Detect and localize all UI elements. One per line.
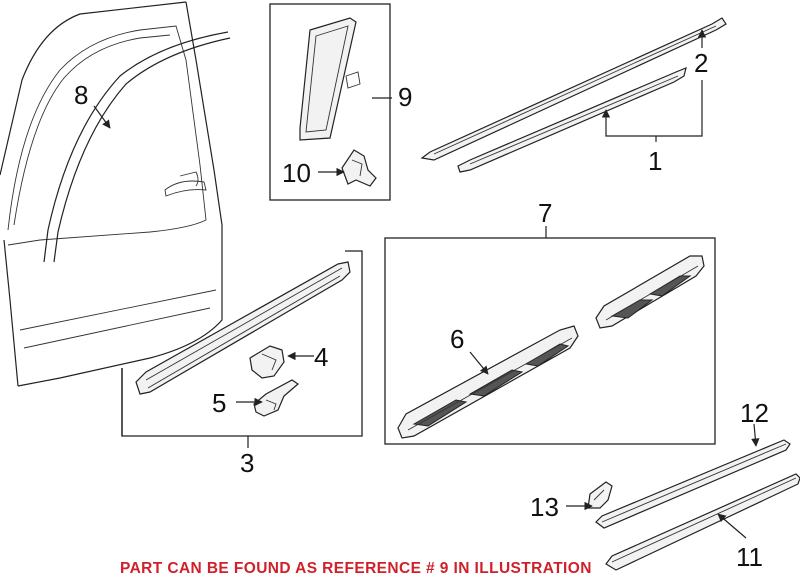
sill-molding-12: [595, 439, 791, 529]
belt-molding-upper: [420, 17, 727, 161]
front-door-outline: [0, 1, 223, 387]
callout-8: 8: [74, 80, 88, 110]
callout-4: 4: [314, 342, 328, 372]
callout-9: 9: [398, 82, 412, 112]
callout-1: 1: [648, 146, 662, 176]
emblem-13: [587, 481, 613, 509]
quarter-molding-rear: [595, 255, 705, 329]
molding-clip-5: [253, 379, 299, 417]
pillar-trim-box: [269, 3, 391, 201]
pillar-trim-part: [299, 17, 361, 141]
callout-3: 3: [240, 448, 254, 478]
leader-lines: [93, 29, 760, 539]
window-channel-seal: [43, 31, 231, 263]
molding-clip-4: [249, 345, 285, 379]
molding-box-right: [384, 237, 716, 445]
callout-11: 11: [736, 542, 763, 572]
callout-13: 13: [530, 492, 559, 522]
retainer-clip-10: [341, 149, 377, 187]
callout-10: 10: [282, 158, 311, 188]
callout-7: 7: [538, 198, 552, 228]
callout-12: 12: [740, 398, 769, 428]
sill-molding-11: [605, 473, 800, 571]
door-molding-6: [397, 325, 579, 439]
callout-2: 2: [694, 48, 708, 78]
reference-note: PART CAN BE FOUND AS REFERENCE # 9 IN IL…: [120, 560, 592, 577]
door-molding-part: [135, 261, 351, 395]
belt-molding-lower: [457, 67, 687, 173]
callout-5: 5: [212, 388, 226, 418]
callout-6: 6: [450, 324, 464, 354]
